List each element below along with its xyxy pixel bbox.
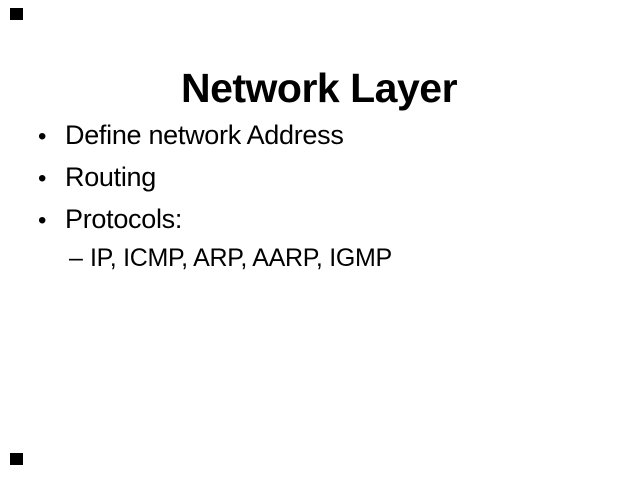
sub-bullet-text: IP, ICMP, ARP, AARP, IGMP bbox=[90, 244, 392, 272]
bullet-text: Define network Address bbox=[65, 120, 344, 150]
corner-mark-bottom-left bbox=[10, 453, 23, 465]
bullet-marker: • bbox=[38, 123, 47, 150]
bullet-item: • Routing bbox=[38, 157, 628, 199]
bullet-item: • Protocols: bbox=[38, 199, 628, 241]
corner-mark-top-left bbox=[10, 8, 23, 20]
bullet-item: • Define network Address bbox=[38, 115, 628, 157]
bullet-list: • Define network Address • Routing • Pro… bbox=[38, 115, 628, 275]
sub-bullet-item: – IP, ICMP, ARP, AARP, IGMP bbox=[38, 241, 628, 275]
bullet-text: Protocols: bbox=[65, 204, 183, 234]
bullet-text: Routing bbox=[65, 162, 156, 192]
bullet-marker: • bbox=[38, 207, 47, 234]
dash-marker: – bbox=[69, 244, 83, 272]
slide-title: Network Layer bbox=[180, 65, 458, 112]
bullet-marker: • bbox=[38, 165, 47, 192]
